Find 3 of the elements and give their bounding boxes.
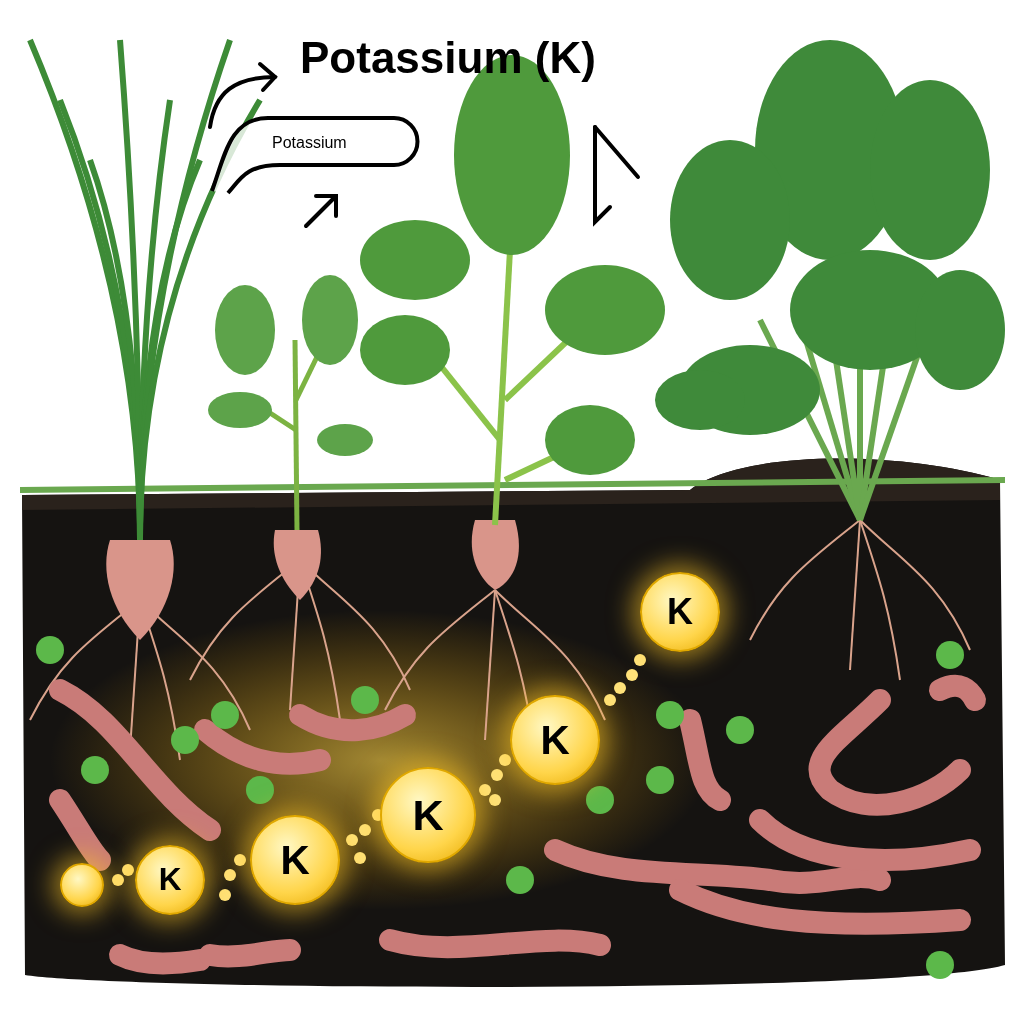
label-callout <box>210 115 420 195</box>
callout-text: Potassium <box>272 133 347 153</box>
title: Potassium (K) <box>300 36 596 80</box>
